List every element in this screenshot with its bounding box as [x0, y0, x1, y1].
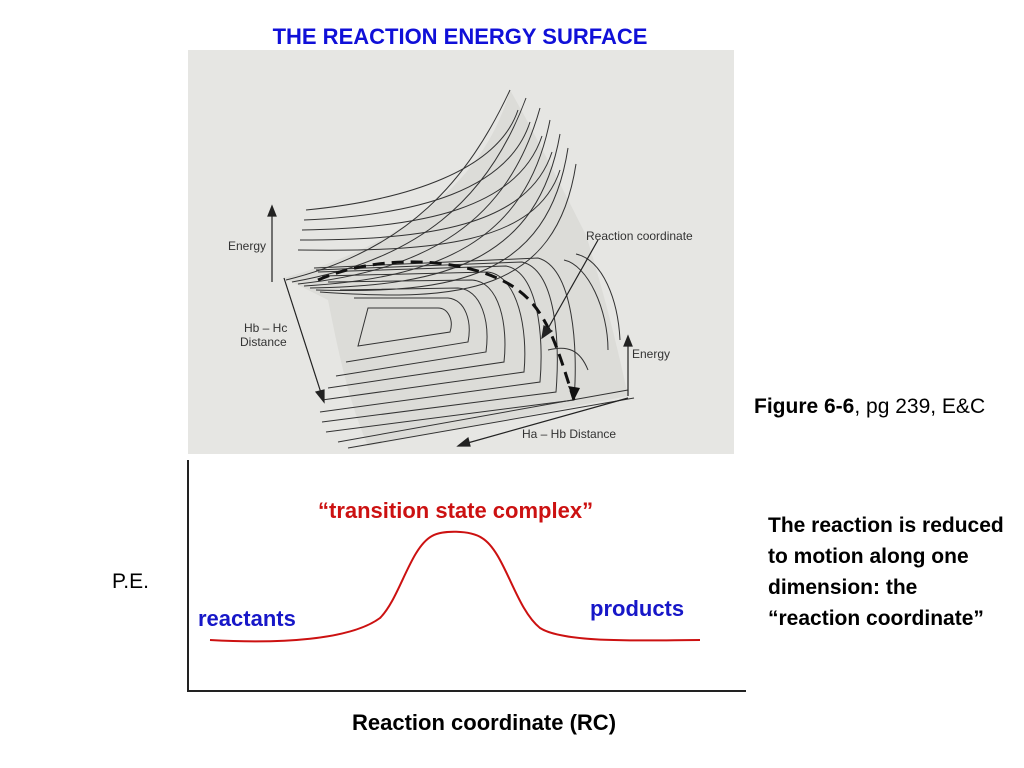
ha-hb-distance-label: Ha – Hb Distance	[522, 427, 616, 441]
energy-curve	[209, 530, 701, 643]
products-label: products	[590, 596, 685, 621]
reaction-path-dashed	[317, 260, 576, 401]
figure-axes	[267, 204, 633, 447]
product-valley-contours	[337, 347, 635, 449]
energy-surface-figure: Energy Hb – Hc Distance Reaction coordin…	[188, 50, 734, 454]
reaction-coordinate-label: Reaction coordinate	[586, 229, 693, 243]
hbhc-axis-arrow-down	[314, 389, 325, 404]
figure-reference: , pg 239, E&C	[854, 395, 986, 418]
x-axis-label: Reaction coordinate (RC)	[352, 710, 617, 735]
figure-caption: Figure 6-6, pg 239, E&C	[754, 392, 1004, 421]
explanation-note: The reaction is reduced to motion along …	[768, 514, 1004, 630]
energy-left-label: Energy	[228, 239, 266, 253]
energy-axis-arrow-up	[267, 204, 277, 217]
transition-state-label: “transition state complex”	[318, 498, 594, 523]
hb-hc-label-line1: Hb – Hc	[244, 321, 287, 335]
energy-profile-chart	[187, 460, 746, 692]
reaction-coordinate-pointer	[541, 325, 554, 340]
energy-right-axis-arrow	[623, 334, 633, 347]
reactants-label: reactants	[198, 606, 296, 631]
hb-hc-label-line2: Distance	[240, 335, 287, 349]
reaction-path-arrowhead	[568, 386, 580, 400]
y-axis-label: P.E.	[112, 570, 149, 593]
energy-right-label: Energy	[632, 347, 670, 361]
figure-number: Figure 6-6	[754, 395, 855, 418]
ha-hb-axis-arrow-left	[456, 436, 471, 447]
page-title: THE REACTION ENERGY SURFACE	[272, 24, 648, 49]
